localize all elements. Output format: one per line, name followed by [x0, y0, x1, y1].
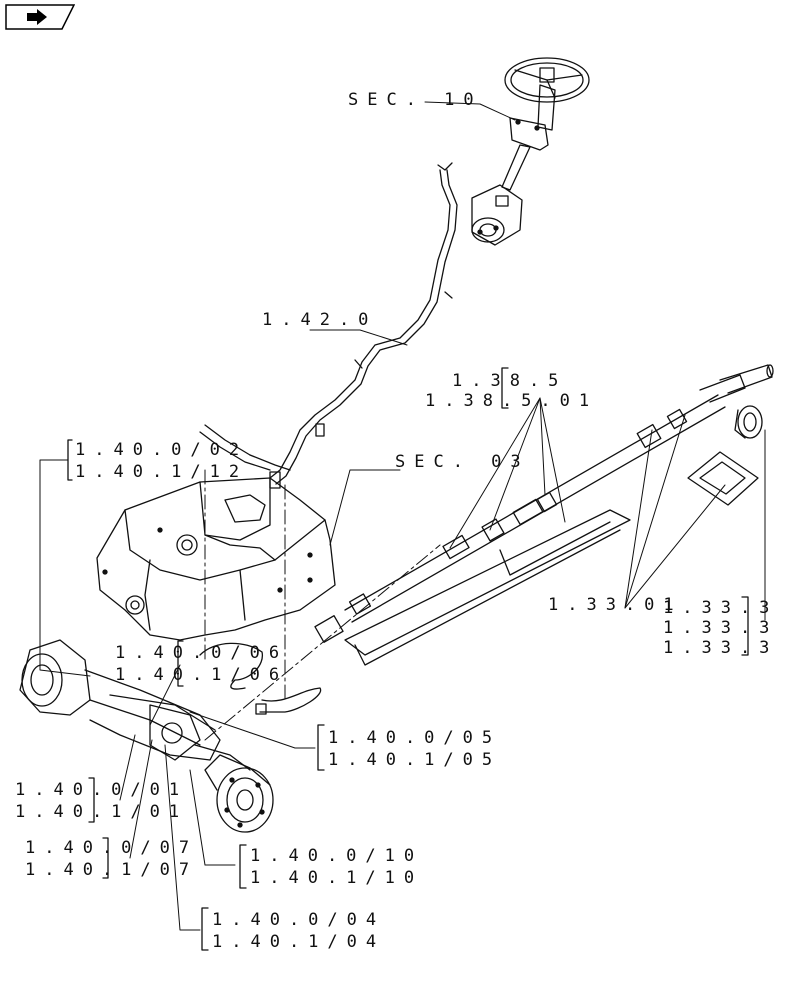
- ref-1-40-1-12[interactable]: 1.40.1/12: [75, 462, 249, 482]
- ref-1-42-0[interactable]: 1.42.0: [262, 310, 378, 330]
- ref-1-40-0-07[interactable]: 1.40.0/07: [25, 838, 199, 858]
- ref-1-40-1-05[interactable]: 1.40.1/05: [328, 750, 502, 770]
- ref-1-38-5-b[interactable]: 1.38.5.01: [425, 391, 599, 411]
- ref-1-40-0-10[interactable]: 1.40.0/10: [250, 846, 424, 866]
- arrow-right-icon: [5, 4, 76, 30]
- ref-1-33-c[interactable]: 1.33.3: [663, 638, 779, 658]
- drive-shaft[interactable]: [314, 364, 774, 643]
- wheel-hub-right[interactable]: [204, 754, 274, 833]
- steering-wheel[interactable]: [504, 57, 590, 103]
- ref-1-33-a[interactable]: 1.33.01: [548, 595, 683, 615]
- ref-1-40-1-04[interactable]: 1.40.1/04: [212, 932, 386, 952]
- ref-sec-03[interactable]: SEC. 03: [395, 452, 530, 472]
- ref-1-40-1-10[interactable]: 1.40.1/10: [250, 868, 424, 888]
- next-page-button[interactable]: [5, 4, 76, 30]
- shaft-guard[interactable]: [344, 509, 631, 666]
- axle-hoses[interactable]: [199, 642, 322, 715]
- front-axle[interactable]: [19, 639, 251, 771]
- ref-1-40-1-01[interactable]: 1.40.1/01: [15, 802, 189, 822]
- ref-1-40-0-04[interactable]: 1.40.0/04: [212, 910, 386, 930]
- bearing[interactable]: [734, 405, 763, 439]
- ref-sec-10[interactable]: SEC. 10: [348, 90, 483, 110]
- steering-column[interactable]: [501, 84, 556, 191]
- ref-1-40-0-05[interactable]: 1.40.0/05: [328, 728, 502, 748]
- ref-1-33-d[interactable]: 1.33.3: [663, 598, 779, 618]
- ref-1-33-b[interactable]: 1.33.3: [663, 618, 779, 638]
- ref-1-38-5-a[interactable]: 1.38.5: [452, 371, 568, 391]
- ref-1-40-0-06[interactable]: 1.40.0/06: [115, 643, 289, 663]
- ref-1-40-0-02[interactable]: 1.40.0/02: [75, 440, 249, 460]
- ref-1-40-1-06[interactable]: 1.40.1/06: [115, 665, 289, 685]
- steering-pump[interactable]: [471, 184, 523, 246]
- front-support[interactable]: [96, 477, 336, 641]
- guard-cover[interactable]: [687, 451, 759, 506]
- ref-1-40-1-07[interactable]: 1.40.1/07: [25, 860, 199, 880]
- ref-1-40-0-01[interactable]: 1.40.0/01: [15, 780, 189, 800]
